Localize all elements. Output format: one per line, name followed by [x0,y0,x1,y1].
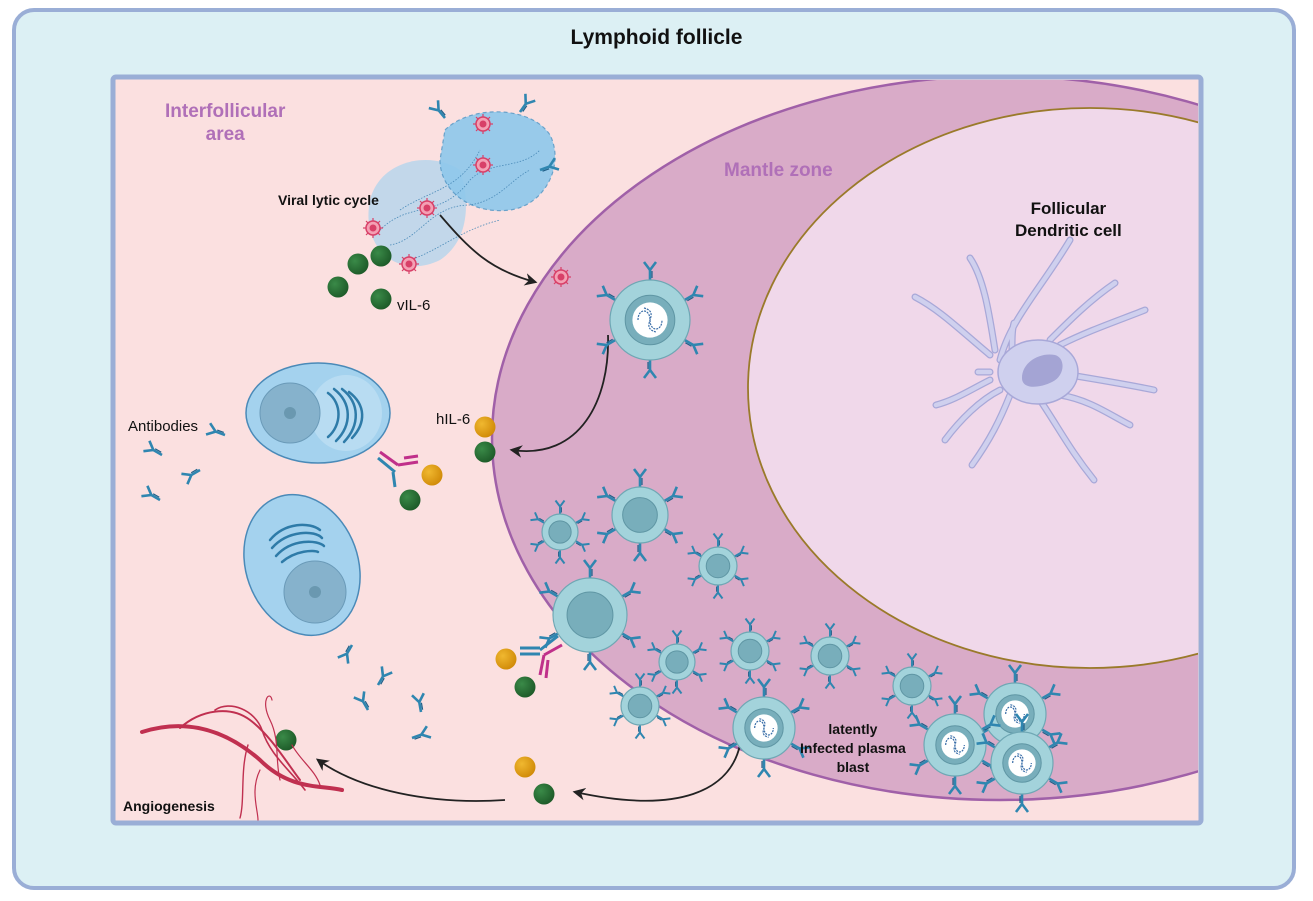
vil6-molecule [347,253,369,275]
b-cell [686,532,750,600]
fdc-nucleus [1022,354,1063,387]
vil6-molecule [327,276,349,298]
vil6-molecule [474,441,496,463]
interfollicular-area-label: Interfollicular area [165,101,286,145]
vil6-molecule [399,489,421,511]
vil6-molecule [514,676,536,698]
arrow-virus-to-mantle [439,214,538,286]
latently-infected-plasmablast [595,260,705,380]
latently-infected-plasmablast [968,663,1062,765]
b-cell-cluster [529,260,1069,814]
fdc-label: Follicular Dendritic cell [1015,199,1122,240]
latently-infected-plasmablast-label: latently Infected plasma blast [800,721,906,775]
virus-particle [416,197,438,219]
vil6-label: vIL-6 [397,297,431,314]
hil6-molecule [495,648,517,670]
virus-particle [398,253,420,275]
blood-vessels [140,695,344,821]
arrow-plasmablast-to-il6 [572,744,741,802]
vil6-molecule [533,783,555,805]
virus-particle [550,266,572,288]
antibodies-label: Antibodies [128,418,199,435]
b-cell [880,652,944,720]
plasma-cell [245,362,391,464]
lytic-cell-debris [368,111,556,267]
b-cell [798,622,862,690]
virus-particle [362,217,384,239]
virus-particle [472,154,494,176]
arrow-cell-to-il6 [509,334,609,458]
hil6-molecule [421,464,443,486]
vil6-molecule [370,245,392,267]
b-cell [538,558,642,672]
vil6-molecule [370,288,392,310]
latently-infected-plasmablast [908,694,1002,796]
b-cell [529,499,591,565]
mantle-zone-label: Mantle zone [724,160,833,181]
b-cell [646,629,708,695]
vil6-molecule [275,729,297,751]
hil6-molecule [474,416,496,438]
b-cell [608,672,672,740]
arrow-il6-to-angiogenesis [315,758,506,802]
b-cell [718,617,782,685]
il6-receptor-complex [377,450,419,488]
latently-infected-plasmablast [717,677,811,779]
viral-lytic-cycle-label: Viral lytic cycle [278,192,379,208]
latently-infected-plasmablast [975,712,1069,814]
angiogenesis-label: Angiogenesis [123,798,215,814]
diagram-title: Lymphoid follicle [570,26,743,49]
il6-receptor-complex [520,634,563,679]
b-cell [595,467,685,563]
hil6-molecule [514,756,536,778]
virus-particle [472,113,494,135]
hil6-label: hIL-6 [436,411,471,428]
plasma-cell [243,493,361,637]
